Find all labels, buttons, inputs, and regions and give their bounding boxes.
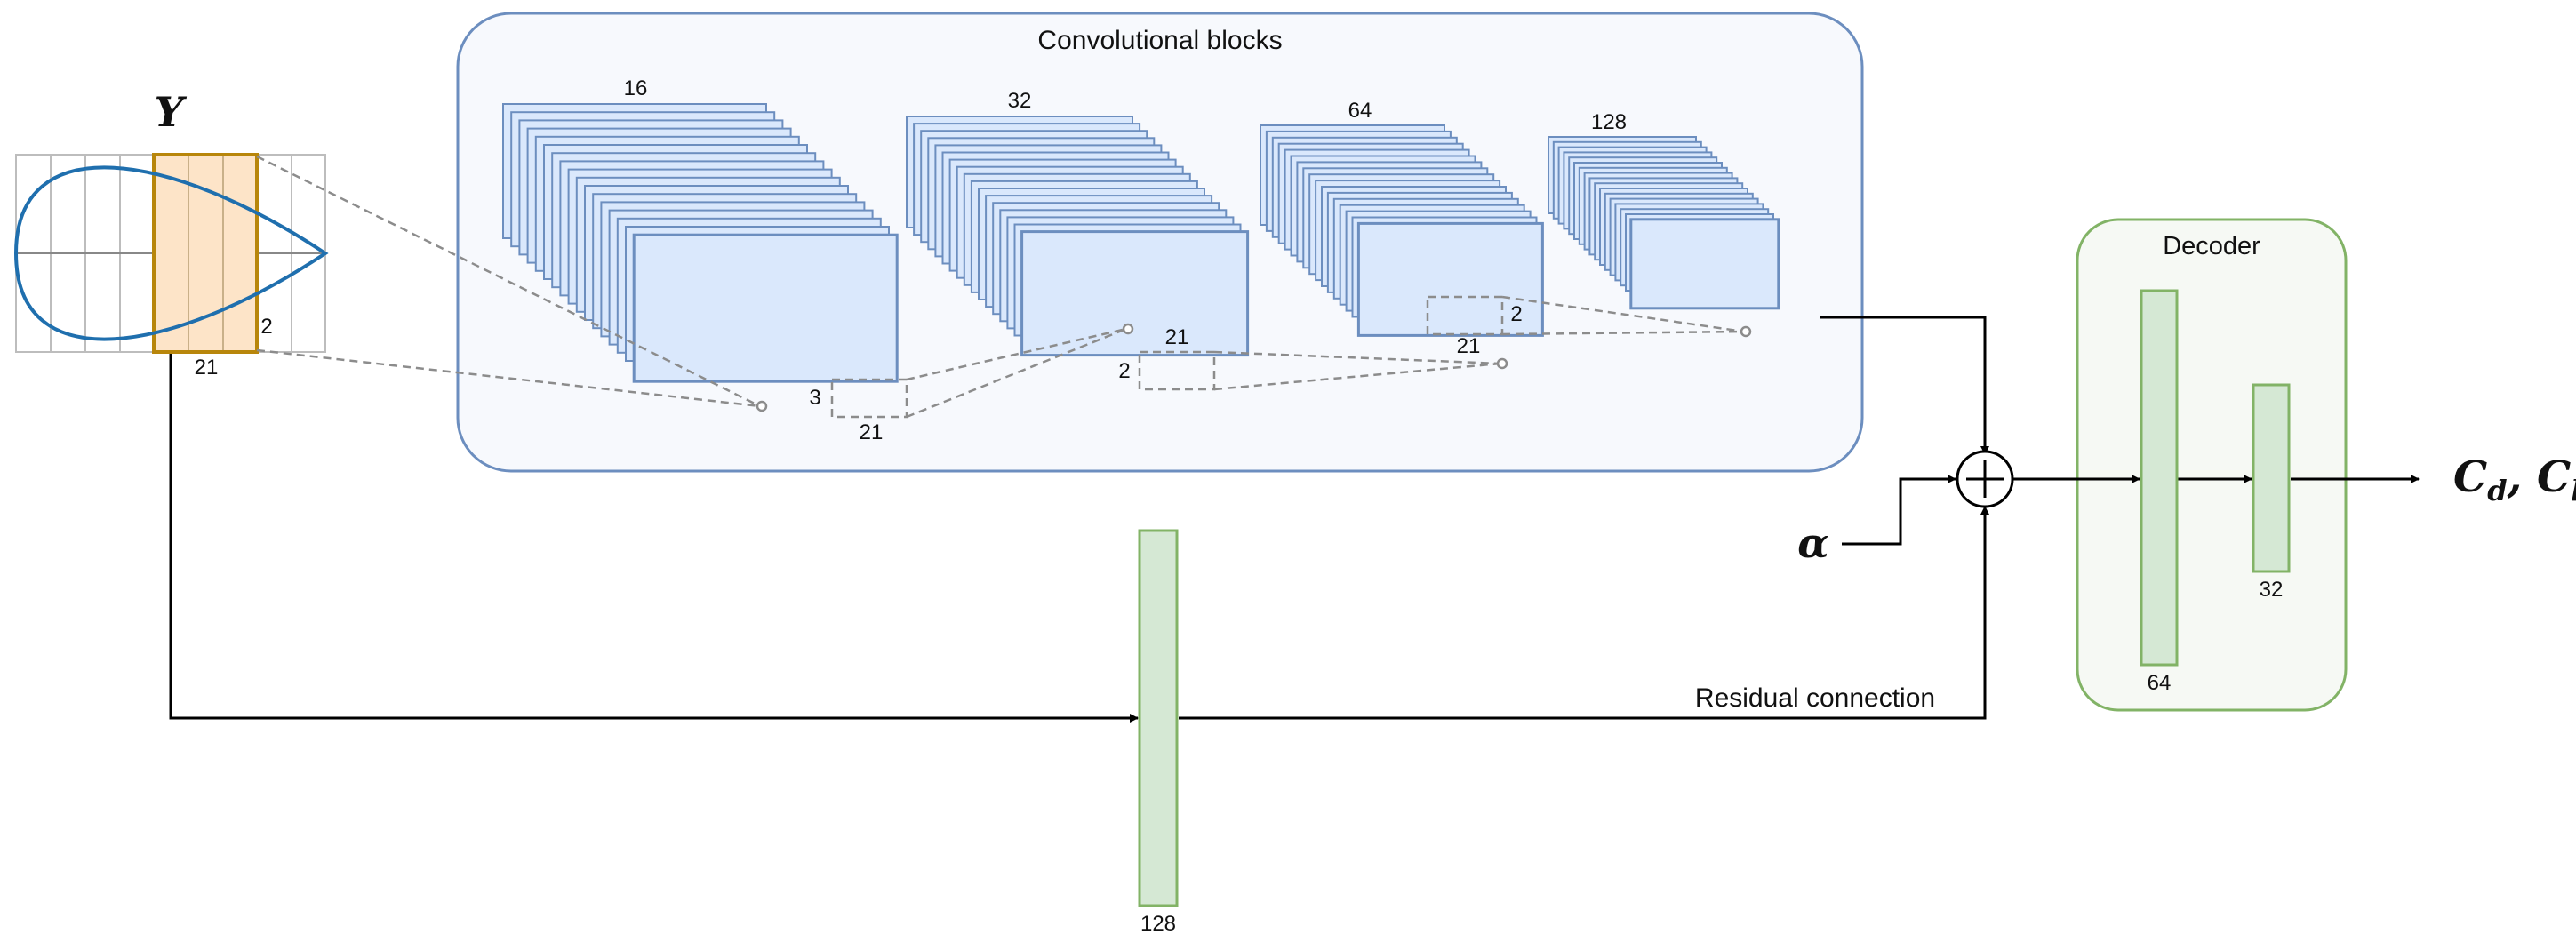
decoder-dense-layer-64 — [2140, 289, 2179, 667]
kernel-3-width-label: 21 — [1457, 334, 1481, 358]
kernel-2-width-label: 21 — [1165, 325, 1189, 349]
conv-block-64-feature-maps — [1260, 124, 1544, 337]
kernel-3-height-label: 2 — [1510, 302, 1522, 326]
kernel-2-height-label: 2 — [1118, 359, 1130, 383]
conv-block-128-label: 128 — [1591, 110, 1627, 134]
projection-line — [1213, 362, 1501, 391]
kernel-window-1 — [830, 378, 908, 419]
decoder-dense-layer-32 — [2252, 383, 2291, 573]
conv-blocks-title: Convolutional blocks — [1037, 26, 1282, 55]
kernel-target-dot — [1496, 357, 1508, 370]
decoder-title: Decoder — [2163, 232, 2260, 260]
projection-line — [1213, 350, 1501, 365]
kernel-target-dot — [1740, 325, 1752, 338]
conv-block-64-label: 64 — [1348, 99, 1372, 123]
residual-connection-arrow — [1179, 506, 1989, 720]
decoder-layer-64-label: 64 — [2148, 671, 2172, 695]
conv-block-32-feature-maps — [906, 116, 1250, 357]
projection-line — [1501, 295, 1745, 333]
input-symbol: Y — [155, 88, 188, 136]
alpha-input-arrow — [1842, 475, 1956, 546]
residual-dense-layer — [1138, 529, 1179, 907]
feature-map-front — [1020, 230, 1250, 357]
conv-block-16-label: 16 — [624, 76, 648, 100]
residual-path-arrow — [169, 354, 1139, 723]
output-symbols: Cd, Cl — [2453, 452, 2576, 507]
feature-map-front — [1629, 218, 1780, 310]
conv-block-32-label: 32 — [1008, 89, 1032, 113]
airfoil-profile — [13, 165, 329, 341]
projection-line — [256, 348, 761, 408]
decoder-container — [2076, 218, 2348, 712]
feature-map-front — [632, 233, 899, 383]
projection-line — [256, 155, 761, 408]
input-grid-width-label: 21 — [195, 356, 219, 380]
residual-units-label: 128 — [1140, 912, 1176, 936]
decoder-layer-32-label: 32 — [2260, 578, 2284, 602]
conv-block-128-feature-maps — [1548, 136, 1780, 310]
kernel-1-width-label: 21 — [860, 420, 884, 444]
input-grid-height-label: 2 — [260, 315, 272, 339]
projection-line — [906, 327, 1127, 381]
alpha-symbol: α — [1797, 519, 1828, 567]
kernel-window-3 — [1426, 295, 1504, 336]
feature-map-front — [1356, 221, 1544, 337]
kernel-target-dot — [756, 400, 768, 412]
conv-output-arrow — [1820, 316, 1989, 455]
residual-connection-label: Residual connection — [1695, 683, 1935, 713]
kernel-window-2 — [1138, 350, 1216, 391]
sum-node — [1956, 450, 2014, 508]
projection-line — [1501, 330, 1745, 336]
kernel-target-dot — [1122, 323, 1134, 335]
input-window-highlight — [152, 153, 259, 354]
kernel-1-height-label: 3 — [809, 386, 820, 410]
conv-block-16-feature-maps — [502, 103, 899, 383]
